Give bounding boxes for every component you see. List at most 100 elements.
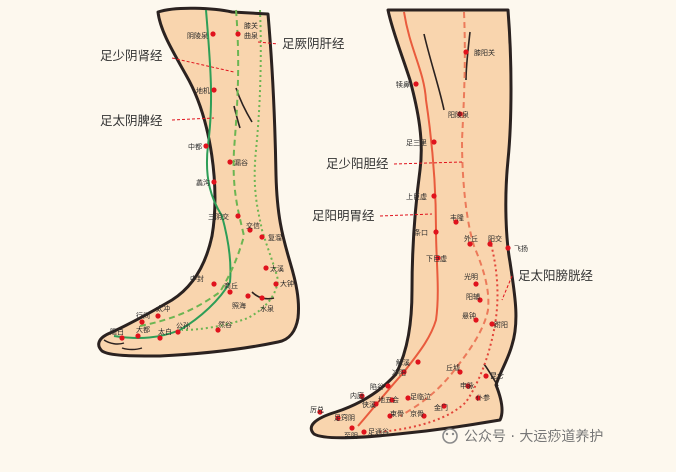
acupoint-feiyang: 飞扬 xyxy=(505,244,528,253)
kidney-meridian-label: 足少阴肾经 xyxy=(100,48,163,63)
left-toe-crease xyxy=(103,339,143,351)
acupoint-fuyang: 跗阳 xyxy=(489,320,508,329)
svg-text:下巨虚: 下巨虚 xyxy=(426,254,447,263)
svg-text:阳陵泉: 阳陵泉 xyxy=(448,110,469,119)
acupoint-jiaoxin: 交信 xyxy=(246,221,260,233)
acupoint-dadu: 大都 xyxy=(135,325,150,339)
left-leg-figure xyxy=(97,6,300,358)
acupoint-lidui: 厉兑 xyxy=(310,405,324,415)
acupoint-taibai: 太白 xyxy=(157,327,172,341)
acupoint-diwuhui: 地五会 xyxy=(378,395,399,404)
left-leg-acupoints: 阴陵泉 曲泉 膝关 地机 中都 漏谷 蠡沟 三阴交 交信 复溜 太溪 大钟 水泉… xyxy=(110,21,294,341)
svg-text:膝阳关: 膝阳关 xyxy=(474,48,495,57)
svg-text:陷谷: 陷谷 xyxy=(370,382,384,391)
svg-text:京骨: 京骨 xyxy=(410,409,424,418)
svg-text:束骨: 束骨 xyxy=(390,410,404,418)
svg-text:太冲: 太冲 xyxy=(156,304,170,313)
acupoint-xingjian: 行间 xyxy=(136,311,150,325)
acupoint-zhaohai: 照海 xyxy=(232,293,251,310)
svg-text:太白: 太白 xyxy=(158,327,172,336)
acupoint-jinmen: 金门 xyxy=(434,403,448,412)
acupoint-dubi: 犊鼻 xyxy=(396,80,419,89)
right-leg-acupoints: 膝阳关 犊鼻 阳陵泉 足三里 上巨虚 条口 丰隆 下巨虚 外丘 阳交 飞扬 光明… xyxy=(310,48,528,440)
acupoint-yinlingquan: 阴陵泉 xyxy=(187,31,216,40)
acupoint-xuanzhong: 悬钟 xyxy=(462,311,479,323)
svg-text:仆参: 仆参 xyxy=(476,393,490,402)
left-leg-meridian-labels: 足少阴肾经 足厥阴肝经 足太阴脾经 xyxy=(100,36,345,128)
wechat-official-account-icon xyxy=(442,428,458,444)
svg-text:阳交: 阳交 xyxy=(488,234,502,243)
gallbladder-meridian-line xyxy=(399,11,490,417)
svg-text:大钟: 大钟 xyxy=(280,279,294,288)
svg-text:太溪: 太溪 xyxy=(270,264,284,273)
acupoint-tiaokou: 条口 xyxy=(414,228,439,237)
acupoint-shangqiu: 商丘 xyxy=(224,281,238,295)
svg-text:足三里: 足三里 xyxy=(406,139,427,147)
acupoint-zusanli: 足三里 xyxy=(406,139,437,147)
svg-text:地五会: 地五会 xyxy=(378,395,399,404)
acupoint-jinggu: 京骨 xyxy=(410,409,427,419)
acupoint-xiajuxu: 下巨虚 xyxy=(426,254,447,263)
right-ankle-crease xyxy=(483,363,499,387)
svg-text:厉兑: 厉兑 xyxy=(310,405,324,414)
acupoint-fuliu: 复溜 xyxy=(259,233,282,242)
acupoint-ligou: 蠡沟 xyxy=(196,178,217,187)
svg-text:复溜: 复溜 xyxy=(268,233,282,242)
svg-text:犊鼻: 犊鼻 xyxy=(396,80,410,89)
svg-text:丰隆: 丰隆 xyxy=(450,213,464,222)
svg-text:阳辅: 阳辅 xyxy=(466,292,480,301)
acupoint-zhiyin: 至阴 xyxy=(344,425,358,440)
acupoint-shuiquan: 水泉 xyxy=(259,295,274,313)
svg-text:大都: 大都 xyxy=(136,325,150,334)
acupoint-yinbai: 隐白 xyxy=(110,327,125,341)
svg-text:漏谷: 漏谷 xyxy=(234,158,248,167)
svg-text:光明: 光明 xyxy=(464,272,478,281)
svg-text:跗阳: 跗阳 xyxy=(494,320,508,329)
svg-text:上巨虚: 上巨虚 xyxy=(406,192,427,201)
gallbladder-meridian-label: 足少阳胆经 xyxy=(326,156,389,171)
svg-text:膝关: 膝关 xyxy=(244,21,258,30)
acupoint-kunlun: 昆仑 xyxy=(483,371,504,380)
svg-text:申脉: 申脉 xyxy=(460,381,474,390)
acupoint-shangjuxu: 上巨虚 xyxy=(406,192,437,201)
svg-text:冲阳: 冲阳 xyxy=(392,368,406,377)
svg-text:悬钟: 悬钟 xyxy=(462,311,476,320)
spleen-label-leader xyxy=(171,117,215,121)
acupoint-yanglingquan: 阳陵泉 xyxy=(448,110,469,119)
kidney-meridian-line xyxy=(181,9,280,331)
acupoint-xiaxi: 侠溪 xyxy=(362,400,379,409)
svg-text:然谷: 然谷 xyxy=(218,320,232,329)
svg-text:金门: 金门 xyxy=(434,403,448,412)
svg-text:条口: 条口 xyxy=(414,228,428,237)
svg-text:飞扬: 飞扬 xyxy=(514,244,528,253)
right-leg-knee-crease xyxy=(423,31,471,111)
stomach-label-leader xyxy=(379,213,433,217)
svg-text:至阴: 至阴 xyxy=(344,431,358,440)
acupoint-jiexi: 解溪 xyxy=(396,358,421,367)
svg-text:蠡沟: 蠡沟 xyxy=(196,178,210,187)
svg-text:水泉: 水泉 xyxy=(260,304,274,313)
acupoint-lougu: 漏谷 xyxy=(227,158,248,167)
svg-text:照海: 照海 xyxy=(232,301,246,310)
acupoint-pucan: 仆参 xyxy=(475,393,490,402)
left-leg-outline xyxy=(97,6,300,358)
svg-text:三阴交: 三阴交 xyxy=(208,212,229,221)
gallbladder-label-leader xyxy=(393,161,463,165)
acupoint-xiguan: 膝关 xyxy=(244,21,258,30)
liver-meridian-label: 足厥阴肝经 xyxy=(282,36,345,51)
svg-text:侠溪: 侠溪 xyxy=(362,400,376,409)
svg-text:曲泉: 曲泉 xyxy=(244,31,258,40)
svg-text:丘墟: 丘墟 xyxy=(446,363,460,372)
acupoint-gongsun: 公孙 xyxy=(175,321,190,335)
acupoint-ququan: 曲泉 xyxy=(235,31,258,40)
right-leg-meridian-labels: 足少阳胆经 足阳明胃经 足太阳膀胱经 xyxy=(312,156,594,301)
acupoint-sanyinjiao: 三阴交 xyxy=(208,212,241,221)
liver-label-leader xyxy=(257,41,279,45)
svg-text:商丘: 商丘 xyxy=(224,281,238,290)
svg-text:行间: 行间 xyxy=(136,311,150,320)
svg-text:内庭: 内庭 xyxy=(350,391,364,400)
acupoint-xiyangguan: 膝阳关 xyxy=(463,48,495,57)
acupoint-taichong: 太冲 xyxy=(155,304,170,319)
